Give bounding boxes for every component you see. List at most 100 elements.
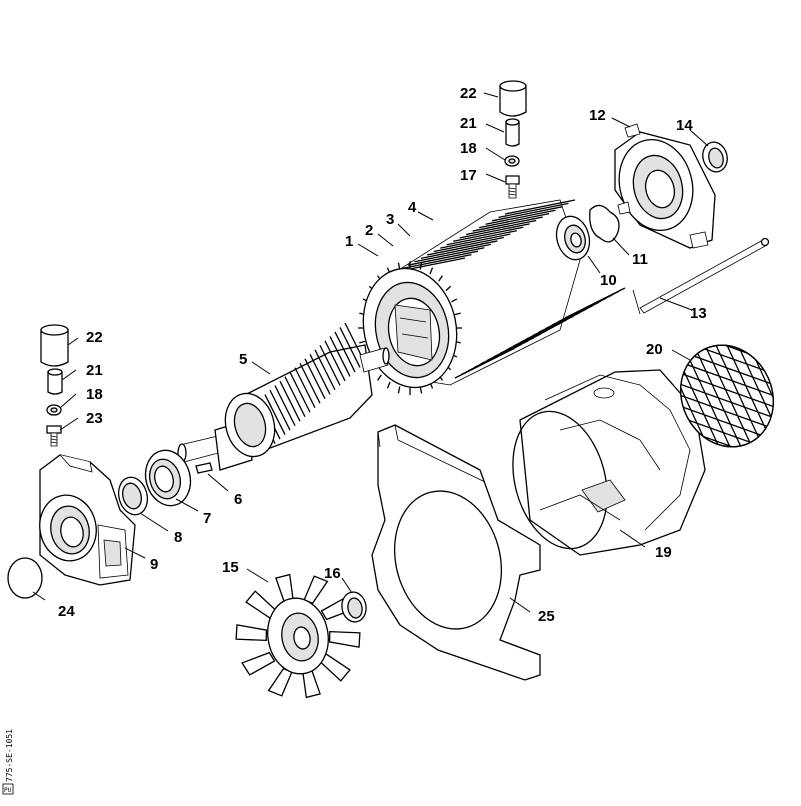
fan-blade [319,652,351,682]
screw-top [505,175,520,199]
callout-16: 16 [324,565,341,582]
rotor-lamination [309,354,331,395]
callout-10: 10 [600,272,617,289]
callout-1: 1 [345,233,353,250]
stator-fin [420,243,492,259]
front-end-flange [39,454,136,586]
callout-11: 11 [632,251,648,268]
rotor-lamination [304,358,326,400]
stator-fin [564,287,626,319]
stator-tooth [451,298,458,303]
rotor-lamination [269,389,291,431]
rotor-lamination [319,345,341,386]
callout-20: 20 [646,341,663,358]
stator-fin [427,240,498,256]
callout-24: 24 [58,603,75,620]
callout-12: 12 [589,107,606,124]
washer-left [46,404,62,416]
rear-shaft-seal [702,141,728,173]
callout-8: 8 [174,529,182,546]
fan-blade [328,630,361,648]
callout-labels: 1 2 3 4 5 6 7 8 9 10 11 12 13 14 15 16 1… [58,85,707,625]
stator-fin [446,230,517,246]
motor-housing-stator [358,199,626,395]
callout-18-top: 18 [460,140,477,157]
stator-fin [414,247,485,263]
callout-5: 5 [239,351,247,368]
rotor-lamination [264,394,286,435]
callout-17: 17 [460,167,477,184]
stator-fin [407,250,479,266]
callout-6: 6 [234,491,242,508]
rotor-lamination [324,340,346,382]
stator-tooth [377,374,382,381]
callout-3: 3 [386,211,394,228]
stator-fin [485,209,556,225]
fan-bushing [341,591,367,623]
stator-tooth [359,340,366,344]
rotor-lamination [274,385,296,426]
stator-fin [498,202,569,219]
callout-22-left: 22 [86,329,103,346]
callout-21-left: 21 [86,362,103,379]
cooling-fan [235,573,361,699]
callout-13: 13 [690,305,707,322]
tie-rod [632,237,770,315]
cap-left [40,324,69,367]
callout-7: 7 [203,510,211,527]
rotor-lamination [284,376,306,417]
stator-tooth [397,386,401,394]
stator-tooth [386,381,391,389]
stator-fin [491,206,563,222]
callout-14: 14 [676,117,693,134]
callout-4: 4 [408,199,417,216]
fan-cover [512,369,706,556]
stator-tooth [419,262,423,270]
rotor-lamination [289,371,311,413]
rotor-shaft [177,322,390,471]
rotor-lamination [334,331,356,373]
corner-mark-text: PU [4,787,12,794]
mounting-plate [371,424,541,681]
stator-fin [440,233,511,249]
callout-18-left: 18 [86,386,103,403]
ball-bearing-front [144,449,192,507]
stator-fin [478,213,550,229]
stator-fin [453,226,524,242]
rotor-lamination [329,336,351,377]
stator-tooth [438,275,443,282]
o-ring [7,557,43,599]
stator-fin [401,253,472,270]
sleeve-top [505,118,520,147]
callout-9: 9 [150,556,158,573]
callout-2: 2 [365,222,373,239]
screw-left [46,425,62,447]
rotor-lamination [299,362,321,404]
stator-fin [472,216,543,232]
rotor-lamination [314,349,336,391]
document-id: 775-SE-1051 [5,729,14,782]
shaft-seal-front [117,476,149,516]
stator-tooth [445,285,452,292]
corner-mark: PU [2,783,14,795]
grille-bar [697,329,759,461]
sleeve-left [47,368,63,395]
ball-bearing-rear [555,215,591,261]
stator-fin [433,236,504,253]
callout-23: 23 [86,410,103,427]
rotor-lamination [294,367,316,409]
stator-fin [504,199,576,215]
fan-blade [267,667,293,697]
fan-blade [245,590,277,620]
stator-fin [466,219,537,236]
rear-end-flange [614,123,716,249]
stator-tooth [454,312,461,316]
retaining-spring-washer [589,204,620,243]
fan-blade [235,624,268,642]
callout-21-top: 21 [460,115,477,132]
stator-tooth [429,267,434,275]
rotor-lamination [339,327,361,368]
callout-15: 15 [222,559,239,576]
